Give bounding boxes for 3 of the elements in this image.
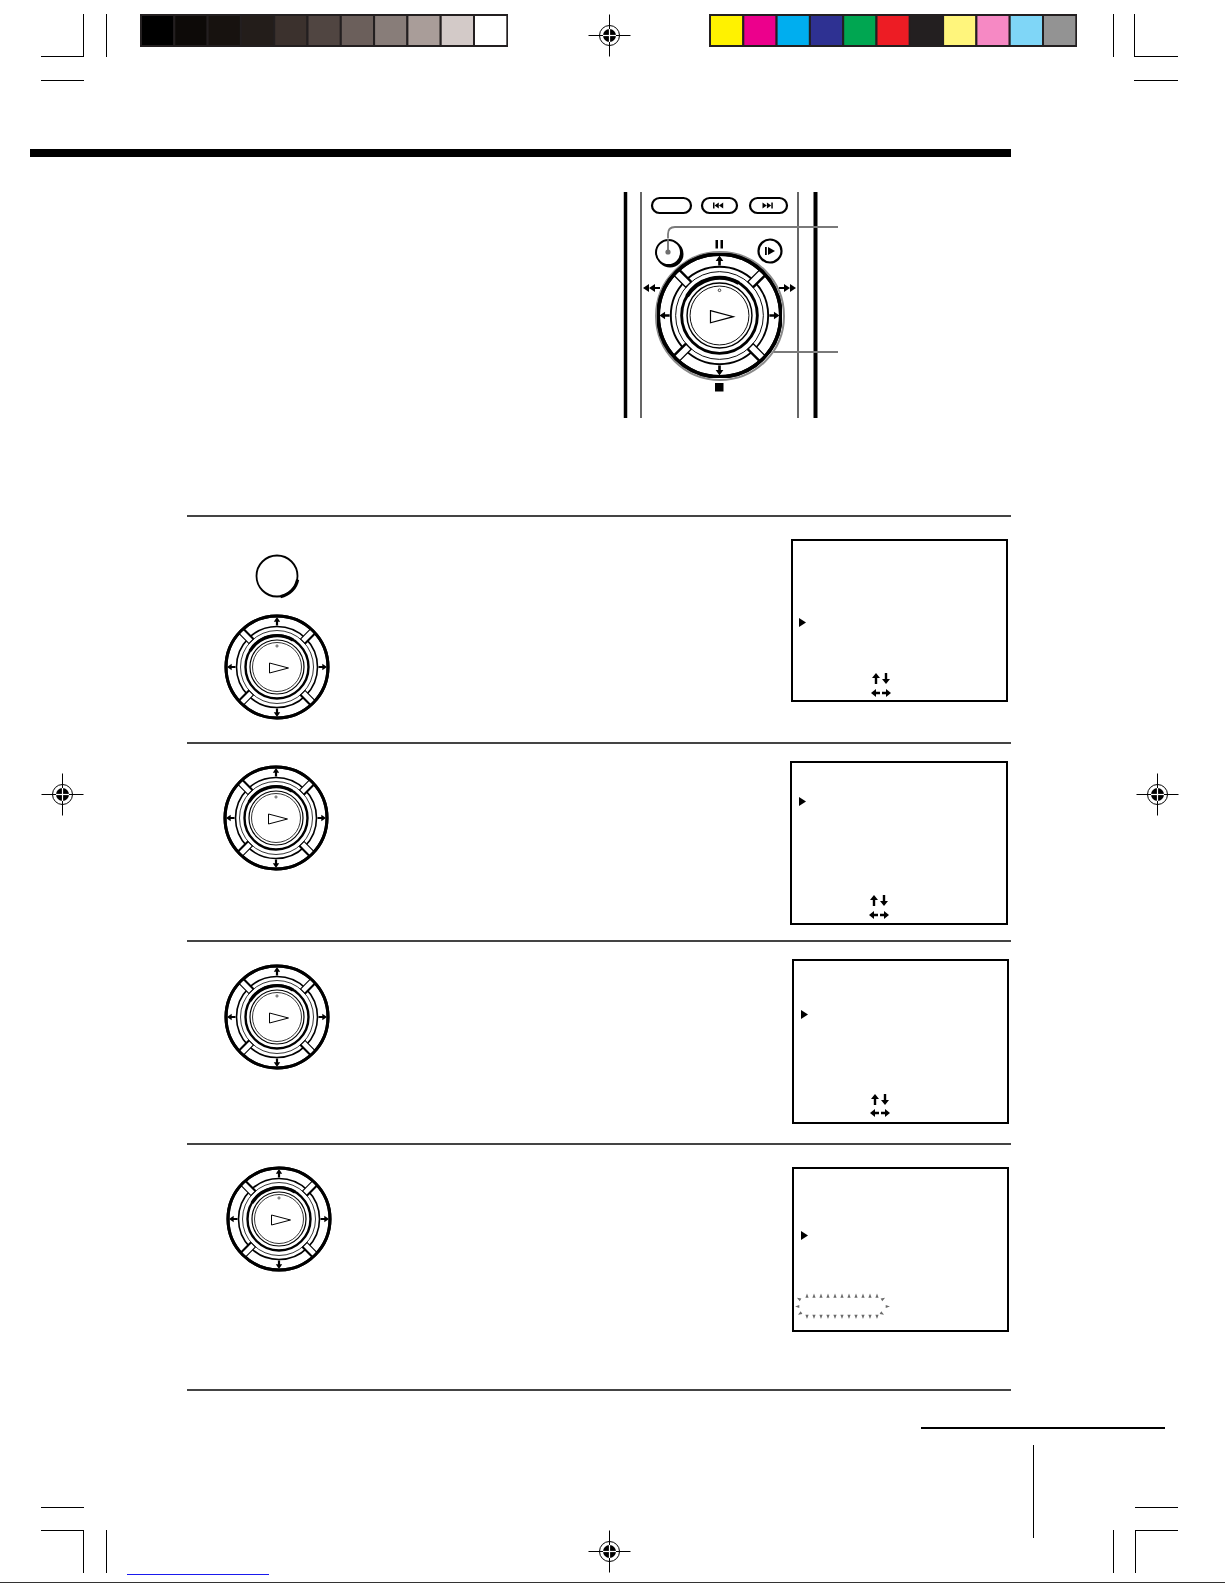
round-button (654, 238, 682, 266)
leader-line (664, 226, 839, 256)
leader-line (772, 351, 839, 353)
